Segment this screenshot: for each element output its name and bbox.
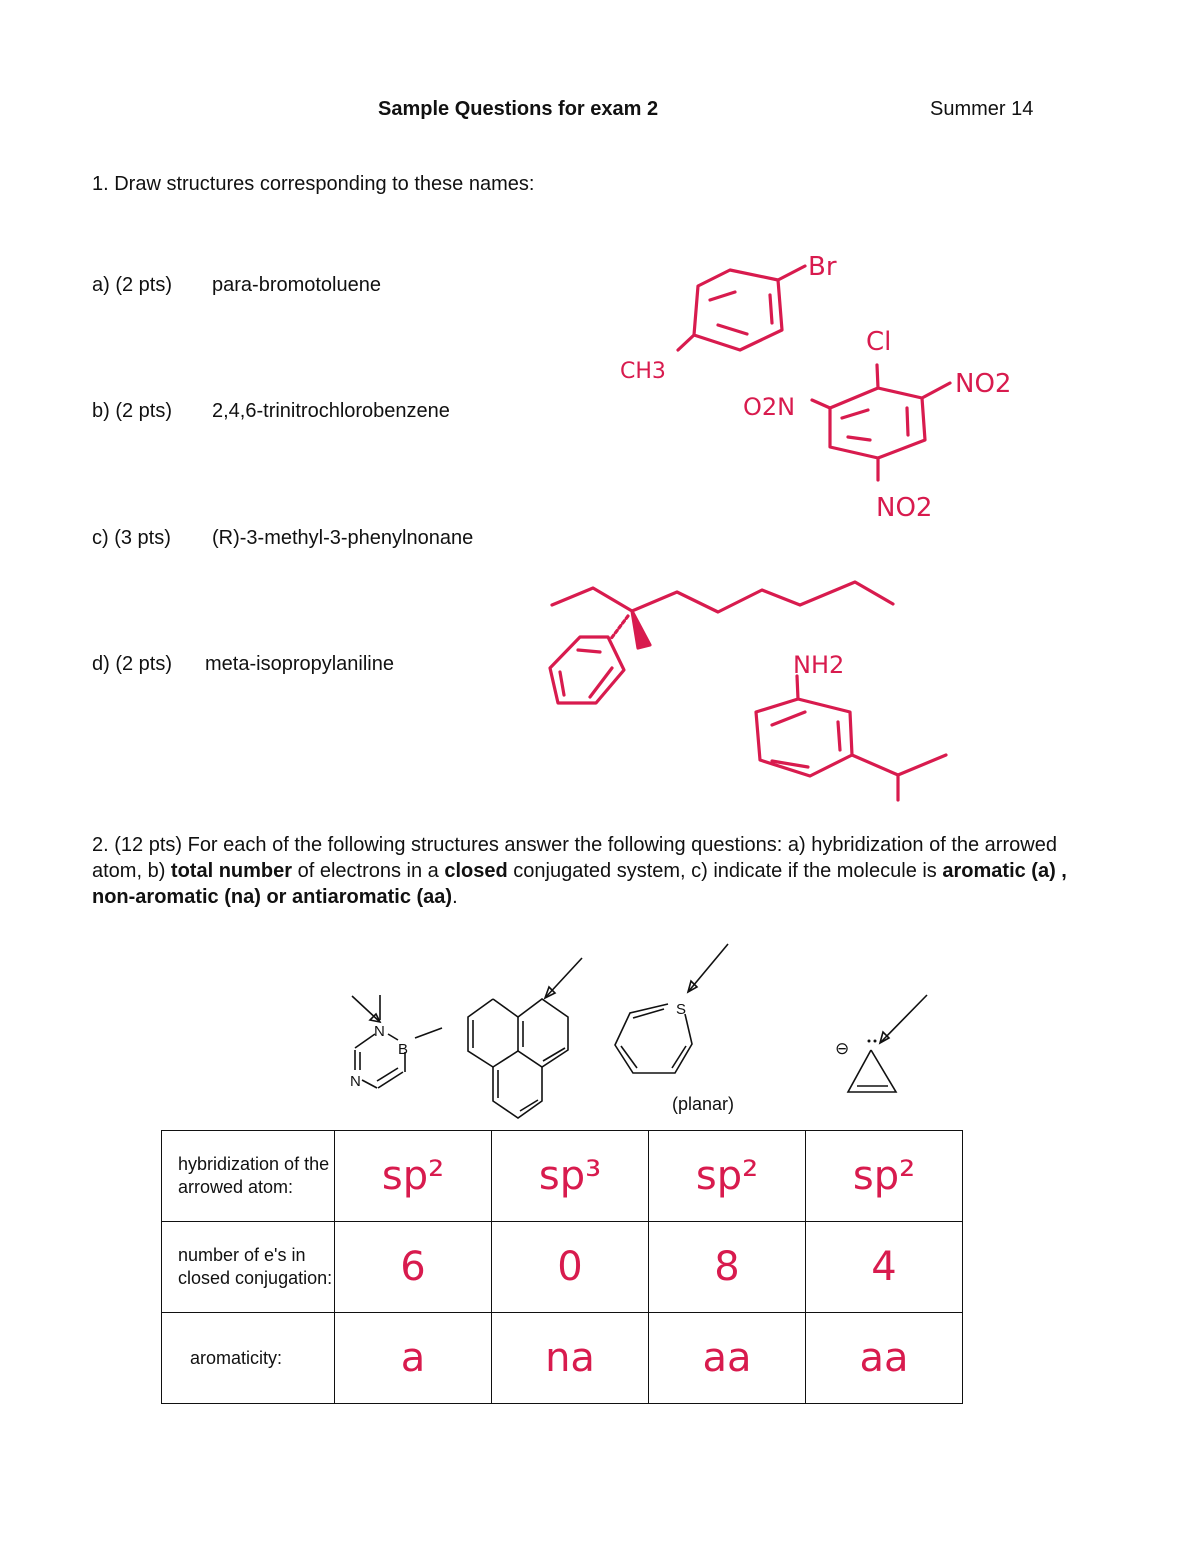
table-row-aromaticity: aromaticity: a na aa aa (161, 1312, 963, 1404)
answer-cell: na (491, 1312, 649, 1404)
answer-cell: 0 (491, 1221, 649, 1313)
thiepin-structure: S (614, 943, 729, 1074)
question-1c: c) (3 pts) (R)-3-methyl-3-phenylnonane (92, 527, 473, 550)
page-title: Sample Questions for exam 2 (378, 98, 659, 120)
svg-text:NH2: NH2 (793, 651, 844, 679)
answer-cell: a (334, 1312, 492, 1404)
para-bromotoluene-drawing: Br CH3 (620, 252, 837, 384)
answer-cell: sp³ (491, 1130, 649, 1222)
item-label: b) (2 pts) (92, 400, 173, 422)
compound-name: 2,4,6-trinitrochlorobenzene (212, 400, 450, 422)
svg-text:CH3: CH3 (620, 359, 666, 384)
question-1-prompt: 1. Draw structures corresponding to thes… (92, 173, 535, 195)
handwritten-structures: Br CH3 Cl NO2 O2N NO2 NH2 (548, 252, 1011, 802)
svg-text:NO2: NO2 (876, 493, 932, 523)
answer-cell: aa (805, 1312, 963, 1404)
svg-text:Cl: Cl (866, 327, 891, 357)
table-row-electrons: number of e's in closed conjugation: 6 0… (161, 1221, 963, 1313)
question-2-prompt: 2. (12 pts) For each of the following st… (92, 834, 1067, 908)
answer-cell: sp² (648, 1130, 806, 1222)
row-header: number of e's in closed conjugation: (161, 1221, 335, 1313)
compound-name: para-bromotoluene (212, 274, 381, 296)
compound-name: (R)-3-methyl-3-phenylnonane (212, 527, 474, 549)
trinitrochlorobenzene-drawing: Cl NO2 O2N NO2 (743, 327, 1011, 523)
svg-text:⊖: ⊖ (835, 1039, 849, 1058)
svg-text:S: S (676, 1001, 686, 1018)
answer-cell: aa (648, 1312, 806, 1404)
question-1b: b) (2 pts) 2,4,6-trinitrochlorobenzene (92, 400, 450, 423)
cyclopropenyl-anion-structure: ⊖ (835, 994, 928, 1093)
methylphenylnonane-drawing (548, 580, 895, 705)
term-label: Summer 14 (930, 98, 1034, 120)
answer-cell: sp² (334, 1130, 492, 1222)
question-1d: d) (2 pts) meta-isopropylaniline (92, 653, 394, 676)
isopropylaniline-drawing: NH2 (754, 651, 948, 802)
svg-text:O2N: O2N (743, 393, 795, 421)
row-header: aromaticity: (161, 1312, 335, 1404)
svg-text:N: N (374, 1023, 385, 1040)
svg-text:B: B (398, 1041, 408, 1058)
answer-cell: 4 (805, 1221, 963, 1313)
azaborine-structure: N B N (350, 995, 443, 1090)
svg-text:N: N (350, 1073, 361, 1090)
row-header: hybridization of the arrowed atom: (161, 1130, 335, 1222)
item-label: d) (2 pts) (92, 653, 173, 675)
answer-cell: 6 (334, 1221, 492, 1313)
table-row-hybridization: hybridization of the arrowed atom: sp² s… (161, 1130, 963, 1222)
item-label: a) (2 pts) (92, 274, 173, 296)
svg-text:NO2: NO2 (955, 369, 1011, 399)
question-2-structures: N B N S ⊖ (350, 943, 928, 1119)
svg-text:Br: Br (808, 252, 837, 282)
answer-cell: sp² (805, 1130, 963, 1222)
item-label: c) (3 pts) (92, 527, 171, 549)
planar-note: (planar) (672, 1094, 735, 1114)
question-1a: a) (2 pts) para-bromotoluene (92, 274, 381, 297)
answer-table: hybridization of the arrowed atom: sp² s… (161, 1130, 963, 1404)
dihydrophenalene-structure (467, 957, 583, 1119)
compound-name: meta-isopropylaniline (205, 653, 394, 675)
answer-cell: 8 (648, 1221, 806, 1313)
